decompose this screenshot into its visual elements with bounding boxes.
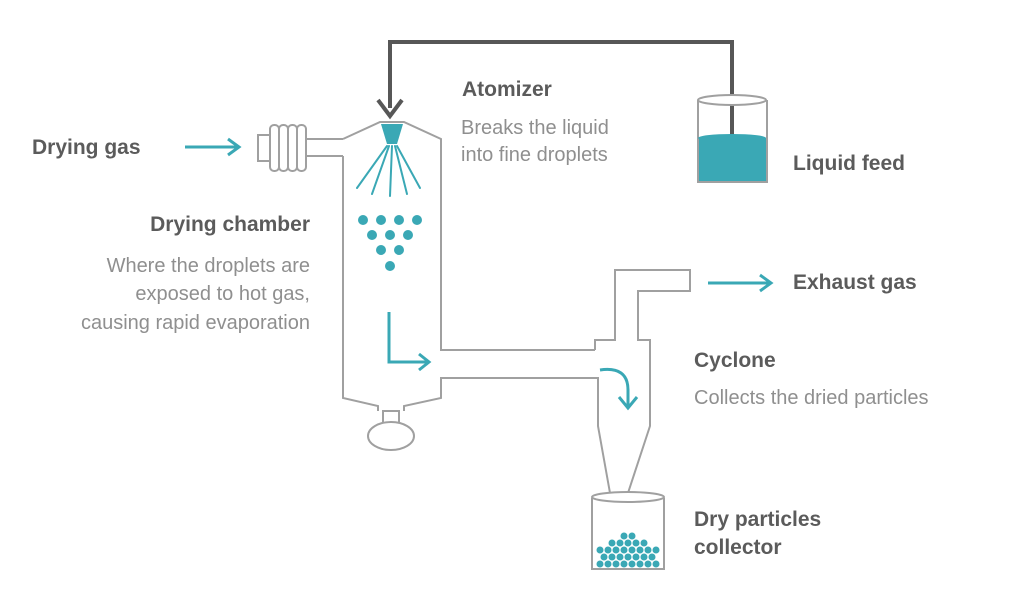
drying-chamber-title: Drying chamber: [150, 213, 310, 236]
drying-chamber-desc-line-1: Where the droplets are: [106, 255, 310, 277]
atomizer-nozzle: [381, 124, 403, 144]
cyclone: [594, 269, 691, 494]
cyclone-title: Cyclone: [694, 349, 776, 372]
heater-coil: [257, 124, 343, 172]
liquid-feed-label: Liquid feed: [793, 152, 905, 175]
drying-chamber-desc-line-2: exposed to hot gas,: [135, 283, 310, 305]
feed-arrowhead: [376, 98, 404, 120]
atomizer-title: Atomizer: [462, 78, 552, 101]
cyclone-desc: Collects the dried particles: [694, 387, 929, 409]
drying-gas-arrow: [185, 137, 242, 157]
exhaust-gas-arrow: [708, 273, 774, 293]
droplets: [358, 215, 422, 271]
spray-lines: [356, 145, 421, 197]
atomizer-desc-line-2: into fine droplets: [461, 144, 608, 166]
dry-particles: [596, 532, 660, 568]
chamber-outlet: [367, 410, 415, 451]
chamber-flow-arrow: [387, 312, 432, 372]
collector-label-line-2: collector: [694, 536, 782, 559]
collector-jar: [591, 491, 665, 570]
atomizer-desc-line-1: Breaks the liquid: [461, 117, 609, 139]
exhaust-gas-label: Exhaust gas: [793, 271, 917, 294]
drying-gas-label: Drying gas: [32, 136, 141, 159]
liquid-feed-beaker: [697, 94, 768, 183]
collector-label-line-1: Dry particles: [694, 508, 822, 531]
drying-chamber-desc-line-3: causing rapid evaporation: [80, 312, 310, 334]
cyclone-flow-arrow: [599, 367, 639, 411]
drying-chamber: [342, 121, 595, 411]
